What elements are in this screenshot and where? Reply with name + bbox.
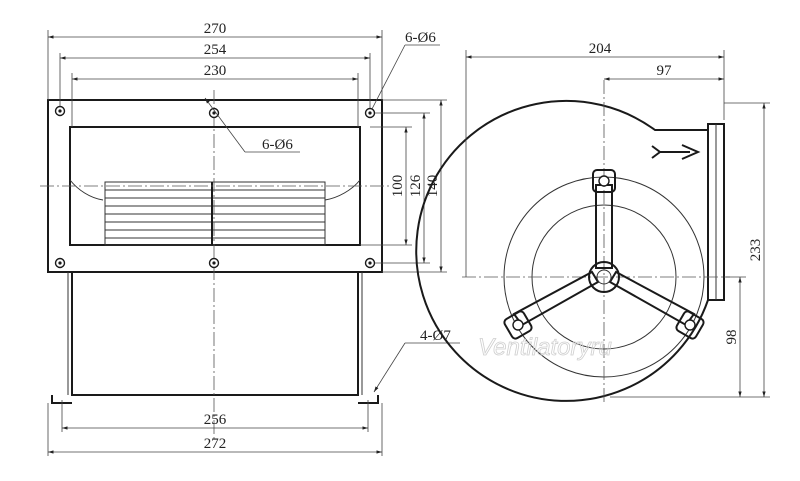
housing-inner-contour — [69, 179, 361, 201]
dim-256: 256 — [204, 412, 227, 428]
dim-204: 204 — [589, 41, 612, 57]
side-view: 204 97 233 98 — [415, 41, 770, 405]
base-foot-right — [358, 395, 379, 404]
scroll-housing — [415, 99, 709, 402]
dim-272: 272 — [204, 436, 227, 452]
bolt-icon — [684, 319, 696, 331]
dim-100: 100 — [390, 175, 406, 198]
dim-270: 270 — [204, 21, 227, 37]
watermark: Ventilatoryru — [478, 334, 612, 361]
dim-97: 97 — [657, 63, 673, 79]
airflow-arrow-icon — [651, 144, 701, 160]
base-foot-left — [51, 395, 72, 404]
callout-outer-holes: 6-Ø6 — [405, 30, 436, 46]
callout-base-holes: 4-Ø7 — [420, 328, 451, 344]
motor-bracket — [503, 169, 705, 340]
blower-wheel — [104, 181, 326, 246]
dim-254: 254 — [204, 42, 227, 58]
dim-233: 233 — [748, 239, 764, 262]
front-view: 270 254 230 100 126 140 256 272 — [40, 21, 460, 456]
bolt-icon — [598, 175, 610, 187]
flange-holes — [54, 105, 376, 269]
callout-inner-holes: 6-Ø6 — [262, 137, 293, 153]
dim-98: 98 — [724, 330, 740, 345]
dim-230: 230 — [204, 63, 227, 79]
bolt-icon — [512, 319, 524, 331]
dim-126: 126 — [408, 174, 424, 197]
housing-body — [71, 272, 359, 396]
